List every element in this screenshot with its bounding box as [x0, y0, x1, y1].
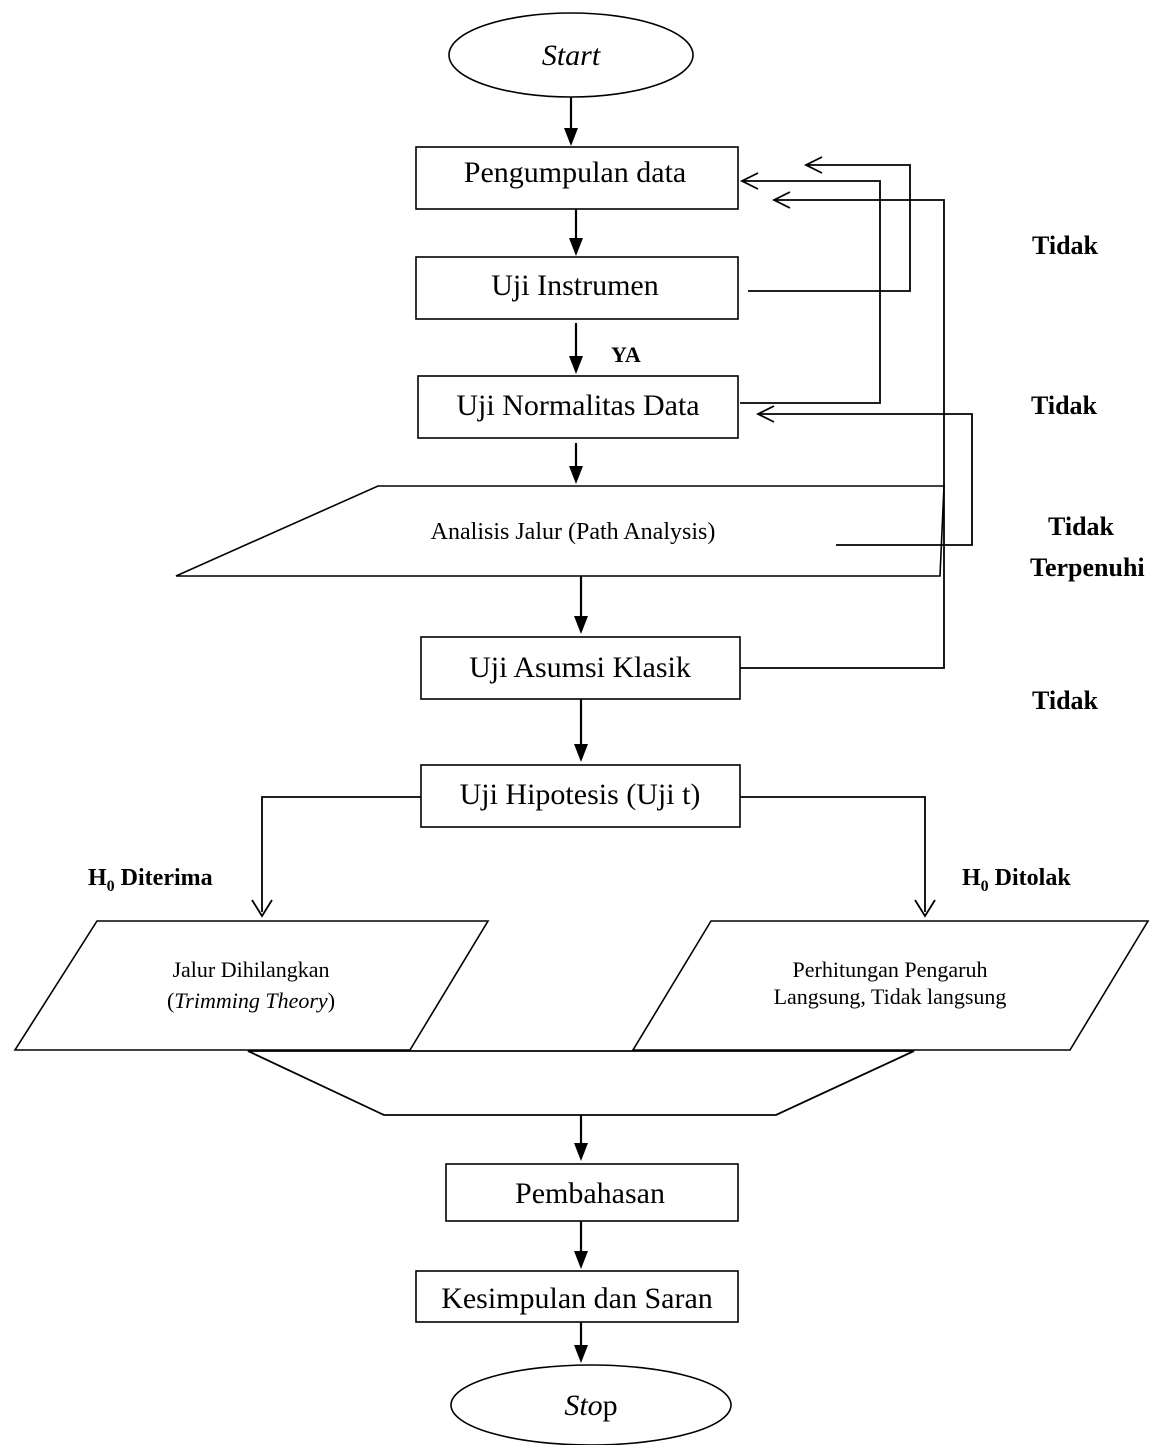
classic-label: Uji Asumsi Klasik [469, 651, 691, 684]
main-flow-arrows [564, 97, 588, 1363]
normality-box [417, 375, 739, 439]
path-analysis-parallelogram [175, 485, 945, 577]
trimming-parallelogram [13, 920, 490, 1051]
hypothesis-branches [251, 796, 936, 918]
discussion-box [445, 1163, 739, 1222]
effect-parallelogram [631, 920, 1150, 1051]
trimming-label-line2: (Trimming Theory) [167, 988, 335, 1013]
conclusion-box [415, 1270, 739, 1323]
stop-label: Stop [564, 1389, 617, 1422]
collect-box [415, 146, 739, 210]
label-tidak-classic: Tidak [1032, 686, 1099, 715]
effect-label-line1: Perhitungan Pengaruh [793, 957, 988, 982]
stop-terminal [450, 1364, 732, 1445]
label-ya: YA [611, 342, 641, 367]
effect-label-line2: Langsung, Tidak langsung [774, 984, 1007, 1009]
feedback-loops [739, 156, 973, 669]
merge-funnel [247, 1050, 915, 1116]
instrument-label: Uji Instrumen [491, 269, 658, 302]
label-tidak-path: Tidak [1048, 512, 1115, 541]
hypothesis-box [420, 764, 741, 828]
label-h0-diterima: H0 Diterima [88, 865, 213, 895]
label-tidak-instrument: Tidak [1032, 231, 1099, 260]
normality-label: Uji Normalitas Data [456, 389, 699, 422]
label-h0-ditolak: H0 Ditolak [962, 865, 1071, 895]
label-terpenuhi: Terpenuhi [1030, 553, 1145, 582]
path-analysis-label: Analisis Jalur (Path Analysis) [431, 519, 716, 545]
hypothesis-label: Uji Hipotesis (Uji t) [460, 778, 701, 811]
instrument-box [415, 256, 739, 320]
discussion-label: Pembahasan [515, 1177, 665, 1210]
conclusion-label: Kesimpulan dan Saran [441, 1282, 713, 1315]
label-tidak-normality: Tidak [1031, 391, 1098, 420]
start-label: Start [542, 39, 601, 72]
trimming-label-line1: Jalur Dihilangkan [172, 957, 329, 982]
collect-label: Pengumpulan data [464, 156, 686, 189]
